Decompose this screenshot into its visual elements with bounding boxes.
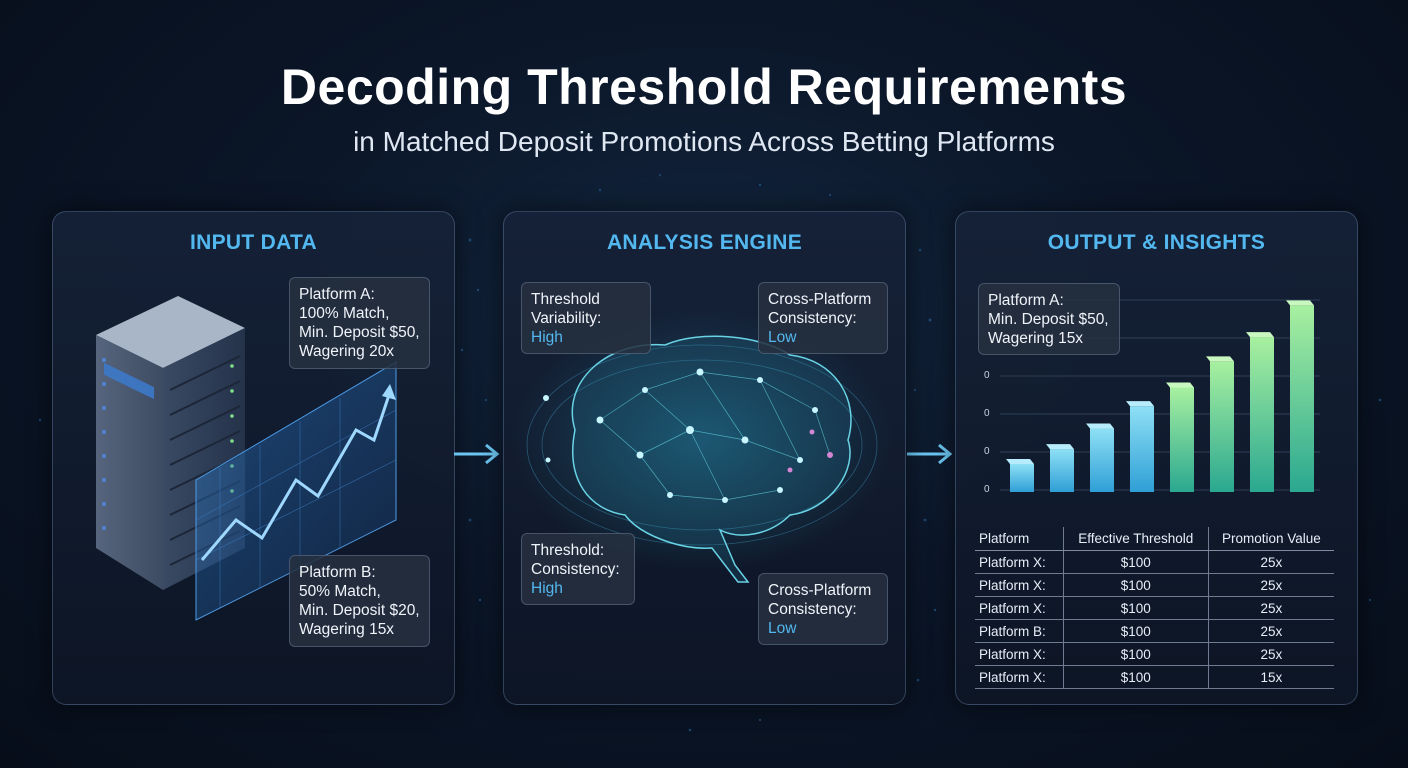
platform-a-output-card: Platform A: Min. Deposit $50, Wagering 1…	[978, 283, 1120, 355]
table-row: Platform B: $100 25x	[975, 619, 1334, 643]
y-tick-label: 0	[984, 484, 990, 495]
chart-bar	[1206, 356, 1234, 492]
page-subtitle: in Matched Deposit Promotions Across Bet…	[353, 126, 1055, 157]
column-header-platform: Platform	[975, 527, 1064, 551]
y-tick-label: 0	[984, 370, 990, 381]
arrow-right-icon	[907, 443, 953, 465]
threshold-consistency-card: Threshold: Consistency: High	[521, 533, 635, 605]
cross-platform-consistency-card-top: Cross-Platform Consistency: Low	[758, 282, 888, 354]
platform-b-input-card: Platform B: 50% Match, Min. Deposit $20,…	[289, 555, 430, 647]
trend-chart-icon	[195, 361, 397, 621]
chart-bar	[1246, 332, 1274, 492]
input-panel-title: INPUT DATA	[189, 231, 318, 254]
threshold-variability-value: High	[531, 329, 563, 346]
threshold-variability-card: Threshold Variability: High	[521, 282, 651, 354]
insights-table: Platform Effective Threshold Promotion V…	[975, 527, 1334, 689]
chart-bar	[1006, 459, 1034, 492]
chart-bar	[1046, 444, 1074, 492]
table-row: Platform X: $100 25x	[975, 573, 1334, 597]
cross-platform-consistency-card-bottom: Cross-Platform Consistency: Low	[758, 573, 888, 645]
output-panel-title: OUTPUT & INSIGHTS	[1047, 231, 1266, 254]
chart-bar	[1166, 382, 1194, 492]
arrow-right-icon	[454, 443, 500, 465]
table-row: Platform X: $100 15x	[975, 665, 1334, 689]
chart-bar	[1126, 401, 1154, 492]
cross-platform-consistency-value-top: Low	[768, 329, 797, 346]
y-tick-label: 0	[984, 408, 990, 419]
page-title: Decoding Threshold Requirements	[280, 59, 1128, 115]
column-header-effective-threshold: Effective Threshold	[1062, 527, 1209, 551]
cross-platform-consistency-value-bottom: Low	[768, 620, 797, 637]
chart-bar	[1286, 300, 1314, 492]
table-row: Platform X: $100 25x	[975, 642, 1334, 666]
table-row: Platform X: $100 25x	[975, 596, 1334, 620]
table-header-row: Platform Effective Threshold Promotion V…	[975, 527, 1334, 551]
column-header-promotion-value: Promotion Value	[1207, 527, 1334, 551]
threshold-consistency-value: High	[531, 580, 563, 597]
chart-bar	[1086, 423, 1114, 492]
table-row: Platform X: $100 25x	[975, 550, 1334, 574]
y-tick-label: 0	[984, 446, 990, 457]
platform-a-input-card: Platform A: 100% Match, Min. Deposit $50…	[289, 277, 430, 369]
analysis-panel-title: ANALYSIS ENGINE	[606, 231, 803, 254]
